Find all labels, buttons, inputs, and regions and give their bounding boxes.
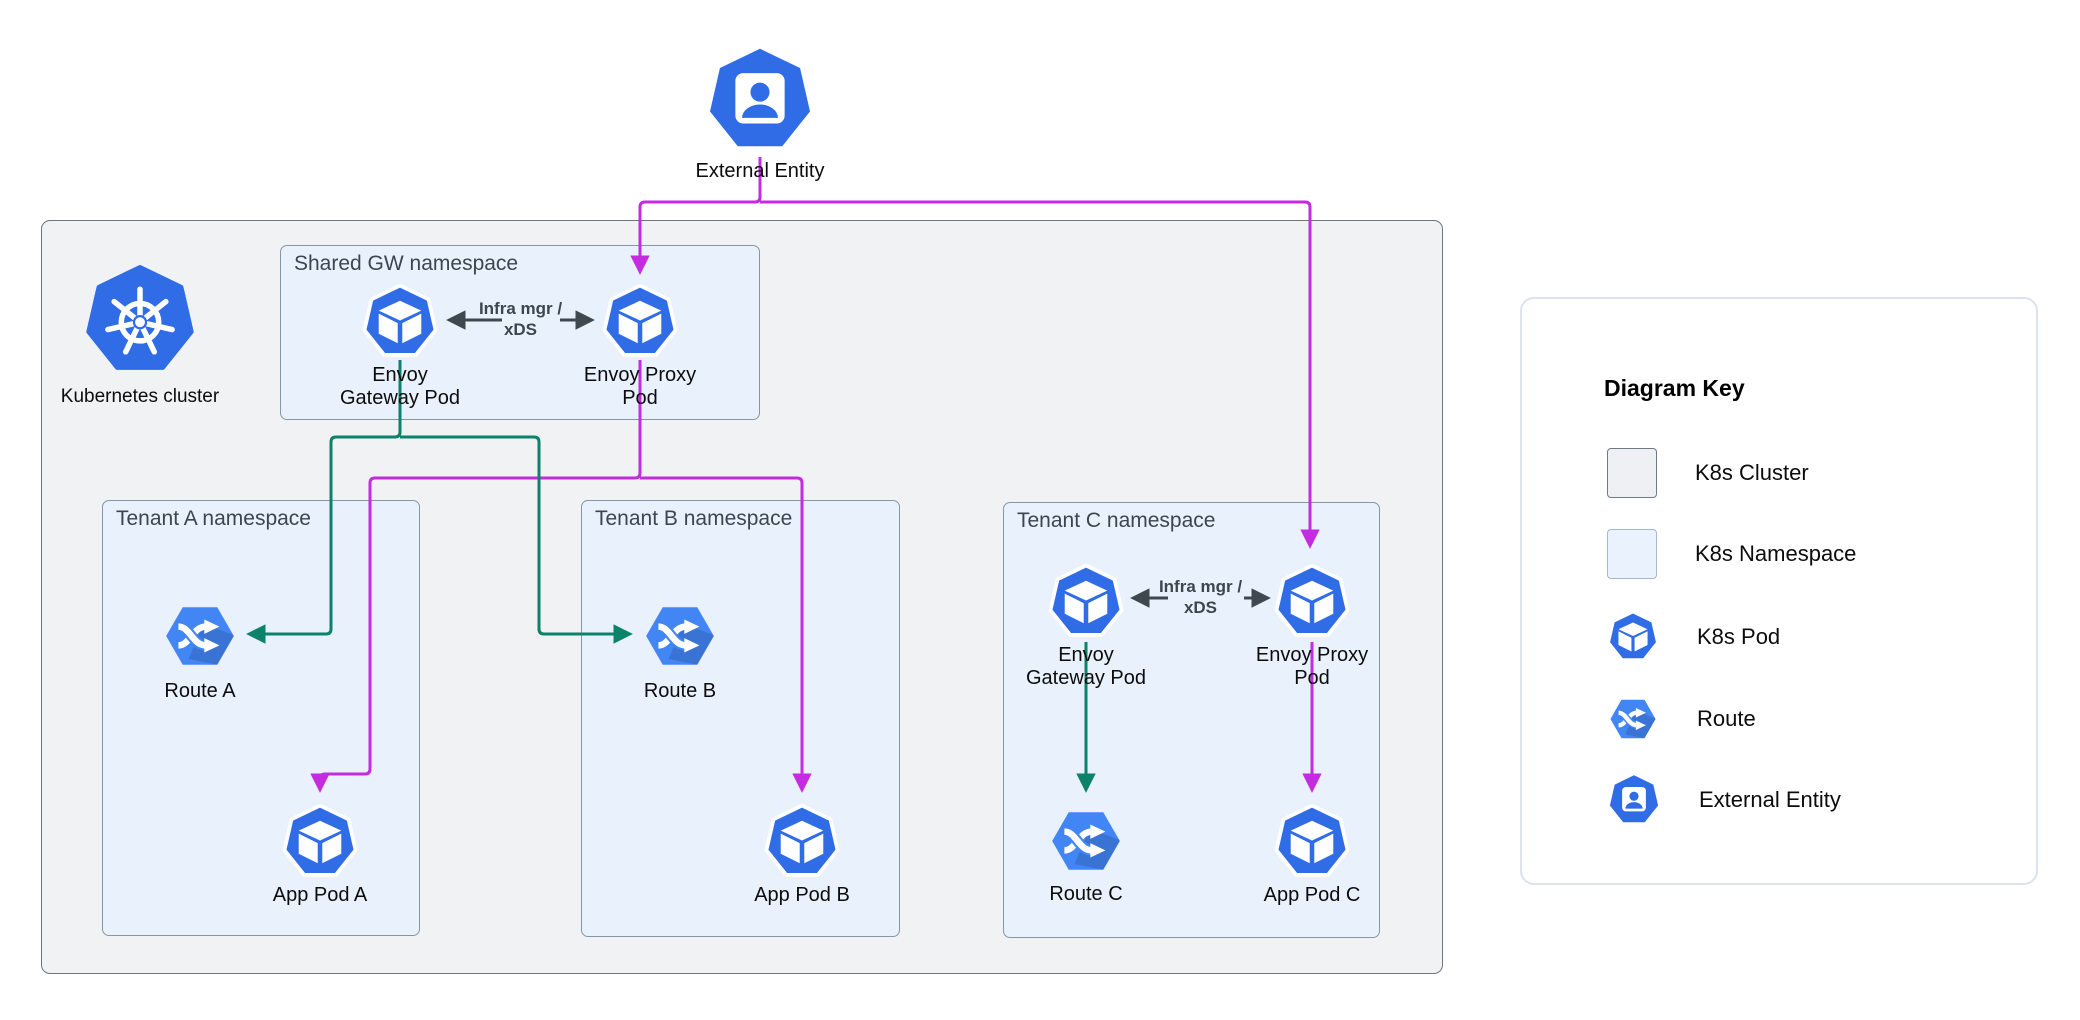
route-a-node: Route A bbox=[105, 600, 295, 703]
external-entity-node: External Entity bbox=[665, 44, 855, 183]
app-pod-a-node: App Pod A bbox=[225, 804, 415, 907]
tenantc-proxy-pod-label-line1: Envoy Proxy bbox=[1255, 644, 1369, 666]
app-pod-b-node: App Pod B bbox=[707, 804, 897, 907]
k8s-cluster-swatch bbox=[1607, 448, 1657, 498]
key-label-k8s-pod: K8s Pod bbox=[1697, 624, 1781, 649]
pod-icon bbox=[1274, 564, 1350, 640]
app-pod-c-node: App Pod C bbox=[1217, 804, 1407, 907]
key-row-k8s-cluster: K8s Cluster bbox=[1607, 446, 1809, 500]
tenantc-gateway-pod-label-line1: Envoy bbox=[1058, 644, 1114, 666]
external-entity-icon bbox=[704, 44, 816, 156]
shared-proxy-pod-label-line1: Envoy Proxy bbox=[583, 364, 697, 386]
route-icon bbox=[1046, 805, 1126, 877]
app-pod-b-label: App Pod B bbox=[754, 884, 850, 906]
tenant-c-namespace-title: Tenant C namespace bbox=[1017, 509, 1216, 532]
route-b-label: Route B bbox=[643, 680, 717, 702]
shared-proxy-pod-label-line2: Pod bbox=[622, 387, 658, 409]
tenantc-gateway-pod-label-line2: Gateway Pod bbox=[1025, 667, 1147, 689]
route-c-node: Route C bbox=[991, 805, 1181, 906]
tenant-b-namespace-title: Tenant B namespace bbox=[595, 507, 793, 530]
external-entity-icon bbox=[1607, 773, 1661, 827]
app-pod-c-label: App Pod C bbox=[1263, 884, 1361, 906]
pod-icon bbox=[1274, 804, 1350, 880]
kubernetes-cluster-label: Kubernetes cluster bbox=[60, 386, 220, 407]
pod-icon bbox=[764, 804, 840, 880]
tenant-a-namespace-title: Tenant A namespace bbox=[116, 507, 311, 530]
key-label-external-entity: External Entity bbox=[1699, 787, 1841, 812]
diagram-key-panel: Diagram Key K8s Cluster K8s Namespace K8… bbox=[1520, 297, 2038, 885]
shared-xds-label: Infra mgr / xDS bbox=[478, 299, 563, 339]
key-label-k8s-cluster: K8s Cluster bbox=[1695, 460, 1809, 485]
route-c-label: Route C bbox=[1049, 883, 1123, 905]
key-row-route: Route bbox=[1607, 692, 1756, 746]
key-row-k8s-pod: K8s Pod bbox=[1607, 610, 1780, 664]
key-label-k8s-namespace: K8s Namespace bbox=[1695, 541, 1857, 566]
tenantc-proxy-pod-label-line2: Pod bbox=[1294, 667, 1330, 689]
shared-gateway-pod-label-line2: Gateway Pod bbox=[339, 387, 461, 409]
k8s-namespace-swatch bbox=[1607, 529, 1657, 579]
pod-icon bbox=[602, 284, 678, 360]
key-label-route: Route bbox=[1697, 706, 1756, 731]
external-entity-label: External Entity bbox=[695, 160, 825, 182]
kubernetes-logo-icon bbox=[85, 265, 195, 375]
shared-gateway-pod-label-line1: Envoy bbox=[372, 364, 428, 386]
key-row-k8s-namespace: K8s Namespace bbox=[1607, 527, 1856, 581]
route-a-label: Route A bbox=[164, 680, 236, 702]
route-icon bbox=[640, 600, 720, 672]
app-pod-a-label: App Pod A bbox=[272, 884, 368, 906]
route-icon bbox=[1607, 695, 1659, 743]
pod-icon bbox=[282, 804, 358, 880]
route-b-node: Route B bbox=[585, 600, 775, 703]
route-icon bbox=[160, 600, 240, 672]
kubernetes-cluster-node: Kubernetes cluster bbox=[45, 265, 235, 408]
shared-gw-namespace-title: Shared GW namespace bbox=[294, 252, 519, 275]
diagram-key-title: Diagram Key bbox=[1604, 375, 1745, 401]
k8s-pod-icon bbox=[1607, 611, 1659, 663]
key-row-external-entity: External Entity bbox=[1607, 773, 1841, 827]
pod-icon bbox=[362, 284, 438, 360]
pod-icon bbox=[1048, 564, 1124, 640]
tenantc-xds-label: Infra mgr / xDS bbox=[1158, 577, 1243, 617]
